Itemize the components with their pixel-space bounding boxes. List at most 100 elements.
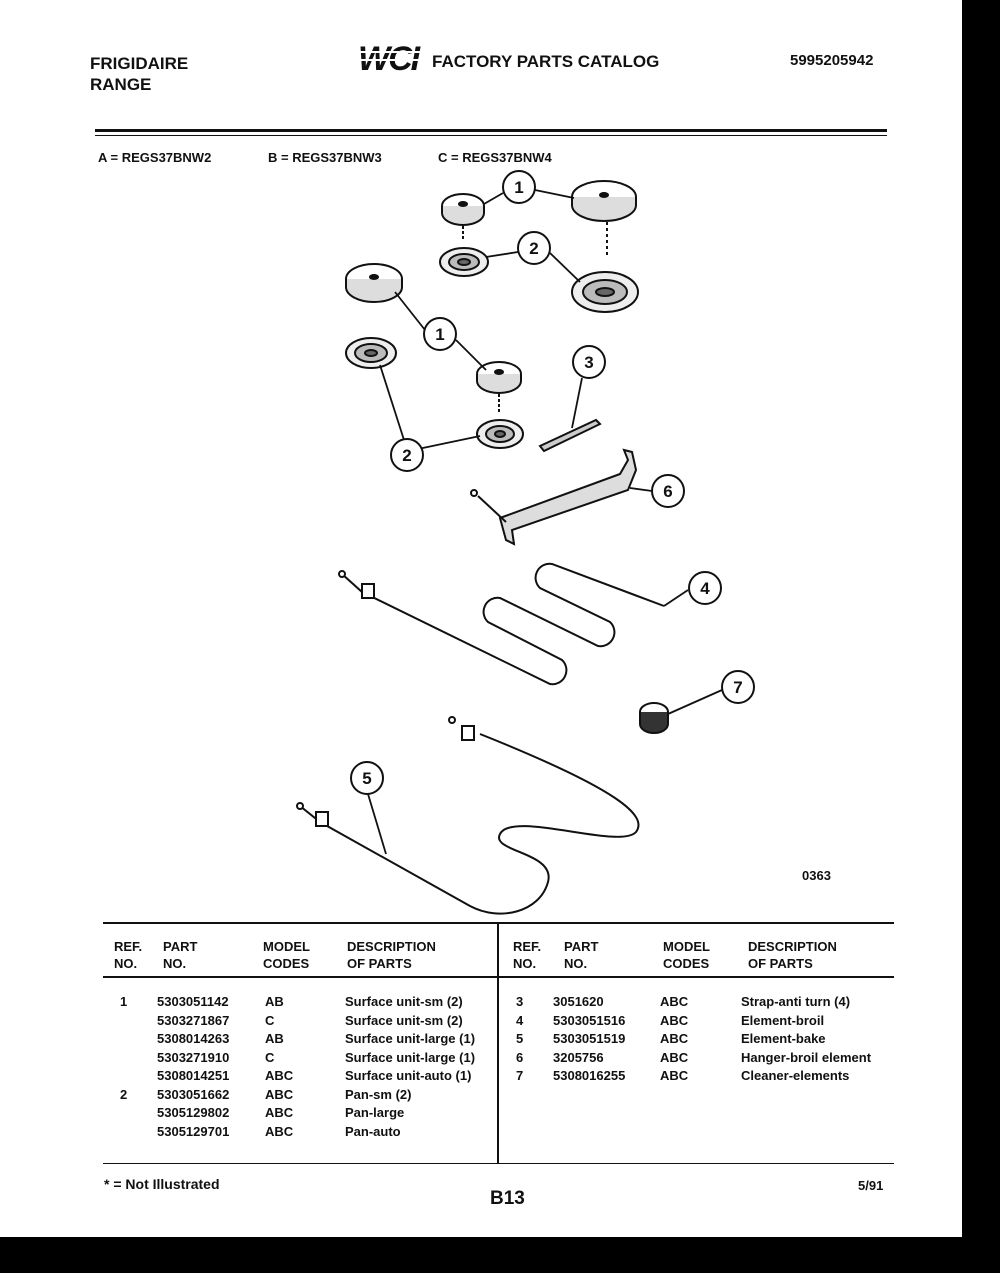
desc-cell: Surface unit-sm (2) [345,994,463,1009]
not-illustrated-note: * = Not Illustrated [104,1176,220,1192]
codes-cell: ABC [265,1086,294,1102]
callout-label: 2 [529,239,538,258]
brand-block: FRIGIDAIRE RANGE [90,53,188,95]
callout-label: 6 [663,482,672,501]
header-text: OF PARTS [347,956,412,971]
header-rule-thick [95,129,887,132]
product-type: RANGE [90,75,152,94]
ref-cell: 5 [516,1031,524,1046]
ref-cell: 2 [120,1086,128,1102]
callout-6 [651,474,685,508]
header-part-right: PART NO. [564,938,598,972]
header-model-left: MODEL CODES [263,938,310,972]
header-text: PART [564,939,599,954]
codes-cell: ABC [265,1068,294,1083]
header-text: CODES [263,956,310,971]
header-text: DESCRIPTION [347,939,436,954]
callout-7 [721,670,755,704]
header-desc-left: DESCRIPTION OF PARTS [347,938,436,972]
header-text: MODEL [263,939,310,954]
surface-unit-small-middle [476,361,522,412]
part-cell: 5303051516 [553,1012,626,1028]
callout-label: 1 [435,325,444,344]
model-c: C = REGS37BNW4 [438,150,552,165]
callout-label: 7 [733,678,742,697]
callout-1-top [502,170,536,204]
header-text: PART [163,939,198,954]
revision-date: 5/91 [858,1178,884,1193]
exploded-parts-diagram: 1 2 1 3 2 6 4 7 5 [296,170,755,915]
callout-label: 4 [700,579,710,598]
leader-lines [367,189,723,855]
desc-cell: Surface unit-sm (2) [345,1012,463,1028]
desc-cell: Element-broil [741,1012,825,1028]
anti-turn-strap [538,418,602,453]
header-text: REF. [513,939,542,954]
header-ref-right: REF. NO. [513,938,541,972]
header-part-left: PART NO. [163,938,197,972]
table-row: 5305129802 ABC Pan-large [0,1104,497,1123]
codes-cell: AB [265,994,284,1009]
part-cell: 5308016255 [553,1068,626,1083]
header-text: NO. [163,956,187,971]
desc-cell: Strap-anti turn (4) [741,994,851,1009]
header-rule-thin [95,135,887,136]
header-ref-left: REF.NO. [114,938,142,972]
wci-logo: WCI [356,40,428,81]
drip-pan-middle [476,419,524,449]
header-text: NO. [513,956,537,971]
part-cell: 5308014251 [157,1068,230,1083]
desc-cell: Pan-large [345,1105,405,1120]
part-cell: 5303051519 [553,1031,626,1046]
callout-1-lower [423,317,457,351]
part-cell: 3205756 [553,1049,604,1065]
header-text: DESCRIPTION [748,939,837,954]
codes-cell: ABC [660,1012,689,1028]
part-cell: 5308014263 [157,1031,230,1046]
ref-cell: 3 [516,994,524,1009]
callout-label: 3 [584,353,593,372]
codes-cell: AB [265,1031,284,1046]
header-text: OF PARTS [748,956,813,971]
document-number: 5995205942 [790,52,874,69]
bake-element [296,716,640,915]
desc-cell: Surface unit-large (1) [345,1031,476,1046]
codes-cell: ABC [660,1049,689,1065]
callout-5 [350,761,384,795]
part-cell: 5303051142 [157,994,229,1009]
model-a: A = REGS37BNW2 [98,150,212,165]
callout-circles [350,170,755,795]
table-bottom-rule [103,1163,894,1164]
callout-3 [572,345,606,379]
table-column-divider [497,923,499,1163]
header-text: NO. [564,956,588,971]
ref-cell: 1 [120,994,128,1009]
table-row: 1 5303051142 AB Surface unit-sm (2) [0,993,497,1012]
callout-4 [688,571,722,605]
codes-cell: ABC [660,1031,689,1046]
table-row: 5308014251 ABC Surface unit-auto (1) [0,1067,497,1086]
desc-cell: Surface unit-large (1) [345,1049,476,1065]
codes-cell: ABC [265,1123,294,1139]
surface-unit-large-top [571,180,637,256]
catalog-page: FRIGIDAIRE RANGE WCI FACTORY PARTS CATAL… [0,0,962,1237]
part-cell: 3051620 [553,994,604,1009]
callout-2-lower [390,438,424,472]
cleaner-elements [639,702,669,734]
header-text: REF. [114,939,143,954]
drip-pan-large-top [571,271,639,313]
codes-cell: ABC [265,1105,294,1120]
model-b: B = REGS37BNW3 [268,150,382,165]
part-cell: 5305129802 [157,1105,230,1120]
desc-cell: Surface unit-auto (1) [345,1068,472,1083]
page-number: B13 [490,1188,525,1209]
desc-cell: Pan-auto [345,1123,401,1139]
desc-cell: Hanger-broil element [741,1049,872,1065]
broil-element [338,562,665,686]
